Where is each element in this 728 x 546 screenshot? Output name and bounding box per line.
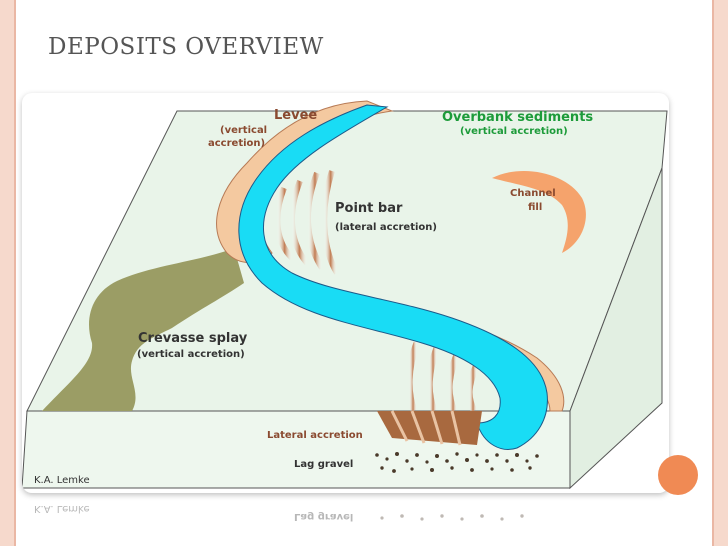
channel-fill-oxbow xyxy=(492,170,586,253)
slide-left-border xyxy=(0,0,14,546)
reflection-credit: K.A. Lemke xyxy=(34,503,90,514)
crevasse-splay-deposit xyxy=(42,248,244,411)
levee-sub-label-1: (vertical xyxy=(220,125,267,136)
river-channel xyxy=(238,104,548,450)
slide-right-border xyxy=(714,0,728,546)
block-side-face xyxy=(569,167,663,490)
slide-left-border-line xyxy=(14,0,16,546)
lateral-accretion-section xyxy=(377,410,482,446)
lag-gravel-deposit xyxy=(375,452,539,473)
crevasse-splay-label: Crevasse splay xyxy=(138,331,248,346)
lateral-accretion-label: Lateral accretion xyxy=(267,430,363,441)
point-bar-lower-scrolls xyxy=(405,341,481,413)
crevasse-splay-sub-label: (vertical accretion) xyxy=(137,349,245,360)
slide-right-border-line xyxy=(712,0,714,546)
credit-label: K.A. Lemke xyxy=(34,475,90,486)
levee-label: Levee xyxy=(274,108,317,123)
overbank-label: Overbank sediments xyxy=(442,110,593,125)
decorative-orange-circle xyxy=(658,455,698,495)
reflection-gravel xyxy=(380,514,524,521)
channel-fill-label-1: Channel xyxy=(510,188,556,199)
diagram-reflection: K.A. Lemke Lag gravel xyxy=(22,494,669,546)
reflection-lag-gravel: Lag gravel xyxy=(294,511,353,522)
slide-title: DEPOSITS OVERVIEW xyxy=(48,34,324,60)
levee-sub-label-2: accretion) xyxy=(208,138,265,149)
fluvial-deposits-diagram: Levee (vertical accretion) Overbank sedi… xyxy=(22,93,669,493)
point-bar-sub-label: (lateral accretion) xyxy=(335,222,437,233)
point-bar-scrolls xyxy=(274,170,340,275)
lag-gravel-label: Lag gravel xyxy=(294,459,353,470)
channel-fill-label-2: fill xyxy=(528,202,542,213)
point-bar-label: Point bar xyxy=(335,201,403,216)
overbank-sub-label: (vertical accretion) xyxy=(460,126,568,137)
